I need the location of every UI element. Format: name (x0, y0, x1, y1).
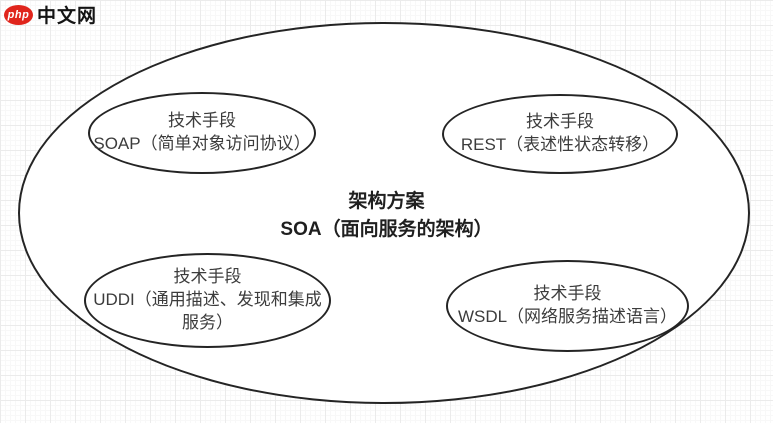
php-logo-badge: php (4, 4, 33, 25)
node-ellipse-soap: 技术手段 SOAP（简单对象访问协议） (88, 92, 316, 174)
soa-center-title: 架构方案 SOA（面向服务的架构） (0, 188, 773, 243)
soa-title-line1: 架构方案 (348, 191, 425, 212)
node-soap-detail: SOAP（简单对象访问协议） (93, 134, 311, 153)
node-ellipse-uddi: 技术手段 UDDI（通用描述、发现和集成服务） (84, 253, 331, 348)
node-rest-title: 技术手段 (526, 112, 594, 132)
node-wsdl-detail: WSDL（网络服务描述语言） (457, 307, 678, 326)
node-text-wsdl: 技术手段 WSDL（网络服务描述语言） (448, 283, 687, 329)
node-uddi-detail: UDDI（通用描述、发现和集成服务） (93, 290, 322, 332)
node-text-rest: 技术手段 REST（表述性状态转移） (444, 111, 676, 157)
site-logo[interactable]: php 中文网 (4, 1, 97, 28)
node-soap-title: 技术手段 (168, 111, 236, 131)
node-ellipse-rest: 技术手段 REST（表述性状态转移） (442, 94, 678, 174)
soa-title-line2: SOA（面向服务的架构） (280, 218, 493, 240)
node-wsdl-title: 技术手段 (533, 284, 602, 304)
node-uddi-title: 技术手段 (173, 267, 242, 287)
node-text-soap: 技术手段 SOAP（简单对象访问协议） (90, 110, 314, 156)
node-rest-detail: REST（表述性状态转移） (460, 135, 660, 154)
site-logo-text: 中文网 (37, 6, 98, 27)
node-ellipse-wsdl: 技术手段 WSDL（网络服务描述语言） (446, 260, 689, 352)
node-text-uddi: 技术手段 UDDI（通用描述、发现和集成服务） (86, 266, 329, 335)
